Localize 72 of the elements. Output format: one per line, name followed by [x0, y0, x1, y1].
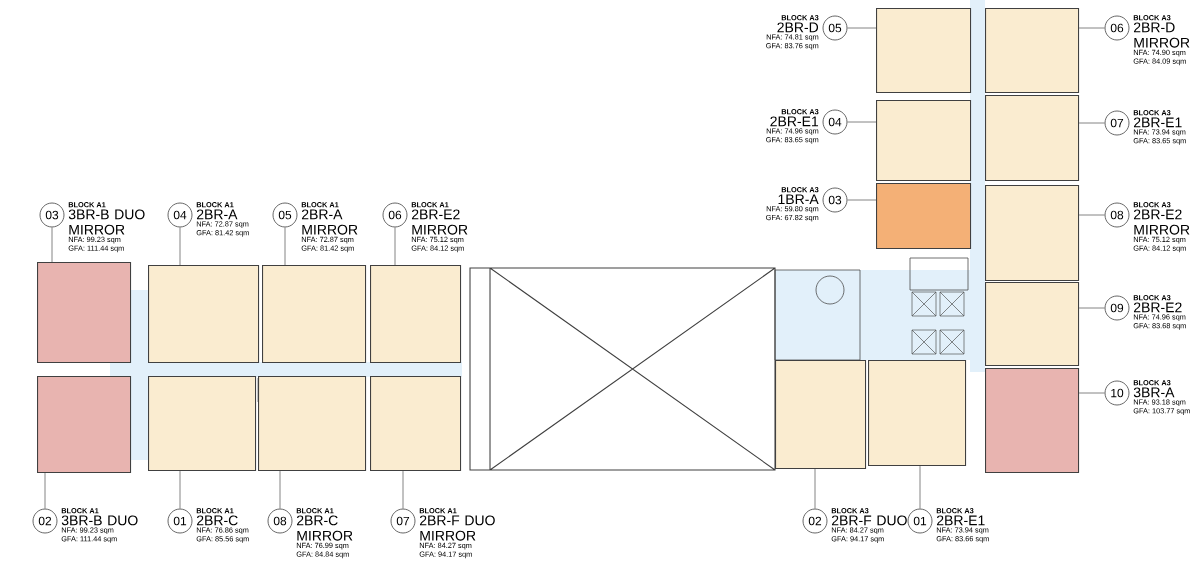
callout-number: 10 [1104, 380, 1130, 406]
apartment-unit [868, 360, 967, 467]
leader-line [1078, 214, 1105, 216]
callout-number: 06 [1104, 15, 1130, 41]
apartment-unit [370, 265, 462, 364]
unit-type: 2BR-E1 [937, 515, 985, 526]
leader-line [284, 227, 286, 266]
apartment-unit [985, 368, 1080, 474]
unit-type: 1BR-A [778, 194, 819, 205]
unit-type: 2BR-E1 [770, 116, 819, 127]
callout-number: 01 [907, 508, 933, 534]
apartment-unit [985, 282, 1080, 367]
unit-type: 2BR-E1 [1134, 117, 1182, 128]
apartment-unit [876, 100, 972, 182]
callout-number: 03 [822, 187, 848, 213]
apartment-unit [148, 265, 260, 364]
unit-type: 2BR-E2 MIRROR [412, 209, 468, 235]
leader-line [847, 121, 877, 123]
unit-type: 2BR-C MIRROR [297, 515, 353, 541]
leader-line [279, 470, 281, 509]
leader-line [814, 468, 816, 509]
leader-line [44, 472, 46, 509]
unit-type: 2BR-C [197, 515, 238, 526]
unit-type: 2BR-D MIRROR [1134, 22, 1190, 48]
apartment-unit [370, 376, 462, 472]
unit-type: 2BR-D [777, 22, 819, 33]
apartment-unit [37, 376, 132, 474]
leader-line [51, 227, 53, 263]
unit-type: 2BR-F DUO MIRROR [420, 515, 495, 541]
apartment-unit [262, 265, 367, 364]
callout-number: 08 [267, 508, 293, 534]
callout-number: 05 [822, 15, 848, 41]
unit-type: 2BR-F DUO [832, 515, 907, 526]
unit-type: 3BR-B DUO [61, 515, 138, 526]
callout-number: 07 [390, 508, 416, 534]
callout-number: 04 [167, 202, 193, 228]
leader-line [1078, 122, 1105, 124]
callout-number: 01 [167, 508, 193, 534]
unit-type: 3BR-B DUO MIRROR [68, 209, 145, 235]
apartment-unit [985, 8, 1080, 94]
apartment-unit [258, 376, 367, 472]
leader-line [402, 470, 404, 509]
unit-type: 2BR-E2 MIRROR [1134, 209, 1190, 235]
callout-number: 07 [1104, 110, 1130, 136]
callout-number: 06 [382, 202, 408, 228]
callout-number: 05 [272, 202, 298, 228]
unit-type: 2BR-A MIRROR [302, 209, 358, 235]
callout-number: 09 [1104, 295, 1130, 321]
apartment-unit [37, 262, 132, 364]
apartment-unit [775, 360, 867, 470]
leader-line [919, 465, 921, 509]
callout-number: 08 [1104, 202, 1130, 228]
leader-line [179, 227, 181, 266]
callout-number: 02 [32, 508, 58, 534]
unit-type: 2BR-A [197, 209, 238, 220]
unit-type: 3BR-A [1133, 387, 1175, 398]
apartment-unit [985, 95, 1080, 182]
leader-line [394, 227, 396, 266]
leader-line [1078, 392, 1105, 394]
leader-line [1078, 307, 1105, 309]
apartment-unit [876, 8, 972, 94]
apartment-unit [148, 376, 257, 472]
callout-number: 04 [822, 109, 848, 135]
apartment-unit [876, 183, 972, 250]
leader-line [847, 27, 877, 29]
leader-line [1078, 27, 1105, 29]
apartment-unit [985, 185, 1080, 282]
unit-type: 2BR-E2 [1134, 302, 1182, 313]
callout-number: 02 [802, 508, 828, 534]
leader-line [179, 470, 181, 509]
leader-line [847, 199, 877, 201]
callout-number: 03 [39, 202, 65, 228]
